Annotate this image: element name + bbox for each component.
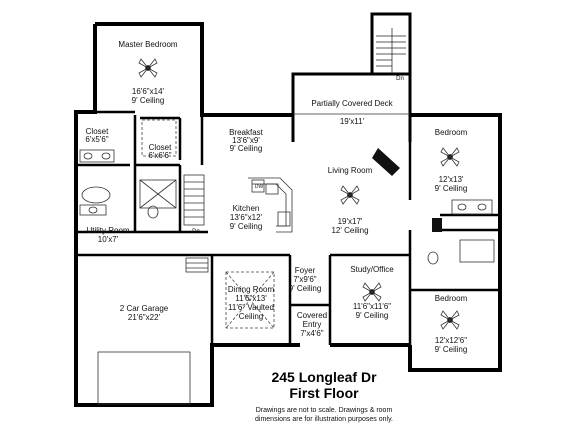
study-name: Study/Office <box>350 265 394 274</box>
fireplace <box>372 148 400 176</box>
bedroom-top-ceiling: 9' Ceiling <box>435 184 468 193</box>
kitchen-stairs-dn: Dn <box>192 229 200 235</box>
deck-name: Partially Covered Deck <box>311 99 393 108</box>
master-bedroom-name: Master Bedroom <box>118 40 177 49</box>
garage-door <box>97 351 191 405</box>
living-room-ceiling: 12' Ceiling <box>331 226 368 235</box>
closet2-dims: 6'x6'6" <box>148 151 171 160</box>
dining-ceiling-2: Ceiling <box>239 312 263 321</box>
covered-entry-name2: Entry <box>303 320 322 329</box>
breakfast-name: Breakfast <box>229 128 264 137</box>
bedroom-top-name: Bedroom <box>435 128 468 137</box>
covered-entry-name: Covered <box>297 311 327 320</box>
living-room-dims: 19'x17' <box>338 217 363 226</box>
dining-ceiling-1: 11'6" Vaulted <box>228 303 274 312</box>
bath-fixtures <box>79 149 495 265</box>
living-room-name: Living Room <box>328 166 373 175</box>
kitchen-dims: 13'6"x12' <box>230 213 263 222</box>
covered-entry-dims: 7'x4'6" <box>300 329 323 338</box>
closet2-name: Closet <box>149 143 172 152</box>
closet-dashed <box>141 119 177 157</box>
dining-dims: 11'6"x13' <box>235 294 267 303</box>
closet1-dims: 6'x5'6" <box>85 135 108 144</box>
utility-room-name: Utility Room <box>86 226 129 235</box>
breakfast-ceiling: 9' Ceiling <box>230 144 263 153</box>
utility-room-dims: 10'x7' <box>98 235 119 244</box>
study-ceiling: 9' Ceiling <box>356 311 389 320</box>
ceiling-fan-master <box>138 58 158 78</box>
top-stairs <box>370 12 412 76</box>
master-bedroom-dims: 16'6"x14' <box>132 87 165 96</box>
dining-vaulted-outline <box>225 271 275 329</box>
bedroom-bottom-dims: 12'x12'6" <box>435 336 467 345</box>
ceiling-fan-living <box>340 185 360 205</box>
disclaimer-line-1: Drawings are not to scale. Drawings & ro… <box>256 407 393 414</box>
ceiling-fan-study <box>362 282 382 302</box>
disclaimer-line-2: dimensions are for illustration purposes… <box>255 416 393 423</box>
kitchen-name: Kitchen <box>233 204 260 213</box>
exterior-walls <box>74 22 502 407</box>
study-dims: 11'6"x11'6" <box>353 302 391 311</box>
top-stairs-dn: Dn <box>396 76 404 82</box>
dining-name: Dining Room <box>228 285 275 294</box>
kitchen-stairs <box>183 174 205 226</box>
garage-dims: 21'6"x22' <box>128 313 161 322</box>
hvac-block <box>432 218 442 232</box>
plan-subtitle: First Floor <box>289 385 359 401</box>
ceiling-fan-bedroom-top <box>440 147 460 167</box>
foyer-dims: 7'x9'6" <box>293 275 316 284</box>
deck-dims: 19'x11' <box>340 117 365 126</box>
bedroom-bottom-ceiling: 9' Ceiling <box>435 345 468 354</box>
ceiling-fan-bedroom-bottom <box>440 310 460 330</box>
plan-title: 245 Longleaf Dr <box>271 369 377 385</box>
breakfast-dims: 13'6"x9' <box>232 136 260 145</box>
kitchen-ceiling: 9' Ceiling <box>230 222 263 231</box>
dishwasher-label: DW <box>255 184 264 190</box>
kitchen-counters <box>248 177 293 233</box>
garage-steps <box>185 257 209 273</box>
deck-outline <box>291 72 412 142</box>
closet1-name: Closet <box>86 127 109 136</box>
foyer-name: Foyer <box>295 266 316 275</box>
garage-name: 2 Car Garage <box>120 304 169 313</box>
foyer-ceiling: 9' Ceiling <box>289 284 322 293</box>
bedroom-bottom-name: Bedroom <box>435 294 468 303</box>
master-bedroom-ceiling: 9' Ceiling <box>132 96 165 105</box>
interior-walls <box>76 110 500 345</box>
bedroom-top-dims: 12'x13' <box>439 175 464 184</box>
